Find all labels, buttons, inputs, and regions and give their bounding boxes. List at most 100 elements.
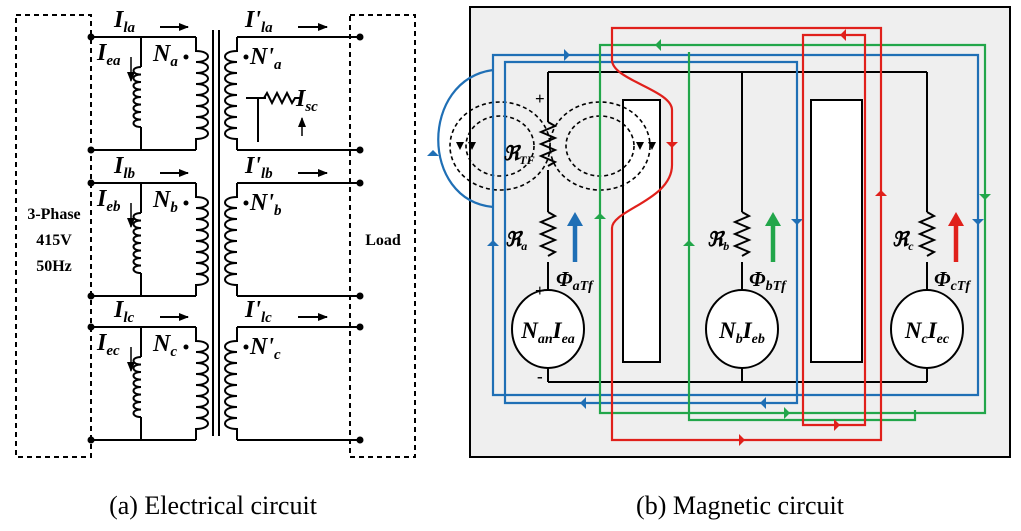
plus-sign-mmf: + (535, 281, 545, 300)
source-label-phase: 3-Phase (27, 206, 80, 223)
mmf-source-b (705, 289, 779, 369)
mmf-source-a (511, 289, 585, 369)
primary-winding (195, 183, 209, 296)
primary-turns-label: Nb (152, 187, 178, 216)
exciting-current-label: Iea (96, 40, 121, 69)
secondary-current-label: I'lb (244, 153, 273, 182)
load-box (349, 14, 416, 458)
reluctance-c-resistor (917, 211, 937, 257)
mmf-b-label: NbIeb (718, 318, 765, 347)
caption-magnetic: (b) Magnetic circuit (636, 491, 845, 520)
source-box (15, 14, 92, 458)
flux-c-label: ΦcTf (934, 267, 971, 294)
terminal-dot (356, 436, 364, 444)
primary-current-label: Ila (113, 7, 136, 36)
magnetic-circuit: + + - ℜTF ℜa ℜb ℜc ΦaTf ΦbTf ΦcTf NanIea… (427, 6, 1011, 458)
terminal-dot (87, 146, 95, 154)
terminal-dot (87, 436, 95, 444)
reluctance-a-resistor (538, 211, 558, 257)
mmf-c-label: NcIec (904, 318, 950, 347)
flux-arrow-tip (567, 212, 583, 226)
reluctance-b-label: ℜb (707, 229, 729, 253)
source-label-voltage: 415V (36, 232, 72, 249)
caption-electrical: (a) Electrical circuit (109, 491, 318, 520)
reluctance-b-resistor (732, 211, 752, 257)
short-circuit-branch: Isc (246, 86, 318, 142)
flux-arrow-head (655, 39, 661, 51)
secondary-current-label: I'lc (244, 297, 272, 326)
flux-arrow-tip (765, 212, 781, 226)
primary-turns-label: Nc (152, 331, 177, 360)
flux-arrow-head (979, 194, 991, 200)
flux-path-a-inner (503, 60, 799, 405)
magnetizing-branch (132, 66, 142, 128)
fault-reluctance-label: ℜTF (503, 143, 535, 167)
plus-sign-fault: + (535, 89, 545, 108)
flux-b-label: ΦbTf (749, 267, 787, 294)
flux-path-c-outer (610, 26, 883, 442)
exciting-current-label: Ieb (96, 186, 121, 215)
flux-arrow-head (580, 397, 586, 409)
terminal-dot (87, 323, 95, 331)
mmf-source-c (890, 289, 964, 369)
flux-arrow-head (683, 240, 695, 246)
source-label-frequency: 50Hz (36, 258, 72, 275)
flux-arrow-head (834, 419, 840, 431)
flux-arrow-head (972, 219, 984, 225)
reluctance-a-label: ℜa (505, 229, 527, 253)
flux-path-a-leakage (437, 68, 494, 209)
flux-arrow-head (739, 434, 745, 446)
secondary-winding (224, 37, 238, 150)
primary-turns-label: Na (152, 41, 178, 70)
secondary-current-label: I'la (244, 7, 273, 36)
flux-arrow-tip (948, 212, 964, 226)
primary-winding (195, 327, 209, 440)
terminal-dot (356, 323, 364, 331)
exciting-current-label: Iec (96, 330, 120, 359)
terminal-dot (356, 33, 364, 41)
terminal-dot (356, 292, 364, 300)
flux-arrow-head (760, 397, 766, 409)
core-window-left (622, 99, 661, 363)
terminal-dot (87, 33, 95, 41)
flux-arrow-head (564, 49, 570, 61)
flux-arrows (567, 212, 964, 262)
primary-current-label: Ilc (113, 297, 135, 326)
flux-arrow-head (840, 29, 846, 41)
flux-path-a-outer (491, 53, 980, 397)
secondary-turns-label: N'c (249, 334, 281, 363)
flux-arrow-head (487, 240, 499, 246)
secondary-winding (224, 183, 238, 296)
flux-arrow-head (427, 150, 439, 156)
terminal-dot (87, 292, 95, 300)
terminal-dot (87, 179, 95, 187)
secondary-turns-label: N'a (249, 44, 282, 73)
flux-arrow-head (784, 407, 790, 419)
primary-winding (195, 37, 209, 150)
flux-arrow-head (666, 142, 678, 148)
flux-paths (427, 26, 991, 446)
flux-arrow-head (594, 213, 606, 219)
minus-sign-mmf: - (537, 367, 543, 386)
load-label: Load (365, 232, 401, 249)
flux-arrow-head (791, 219, 803, 225)
mmf-a-label: NanIea (520, 318, 575, 347)
fault-reluctance-resistor (538, 121, 558, 167)
magnetizing-branch (132, 356, 142, 418)
flux-a-label: ΦaTf (556, 267, 594, 294)
terminal-dot (356, 179, 364, 187)
primary-current-label: Ilb (113, 153, 136, 182)
terminal-dot (356, 146, 364, 154)
flux-path-b-outer (598, 43, 987, 415)
secondary-winding (224, 327, 238, 440)
magnetizing-branch (132, 212, 142, 274)
reluctance-c-label: ℜc (892, 229, 914, 253)
flux-arrow-head (875, 190, 887, 196)
